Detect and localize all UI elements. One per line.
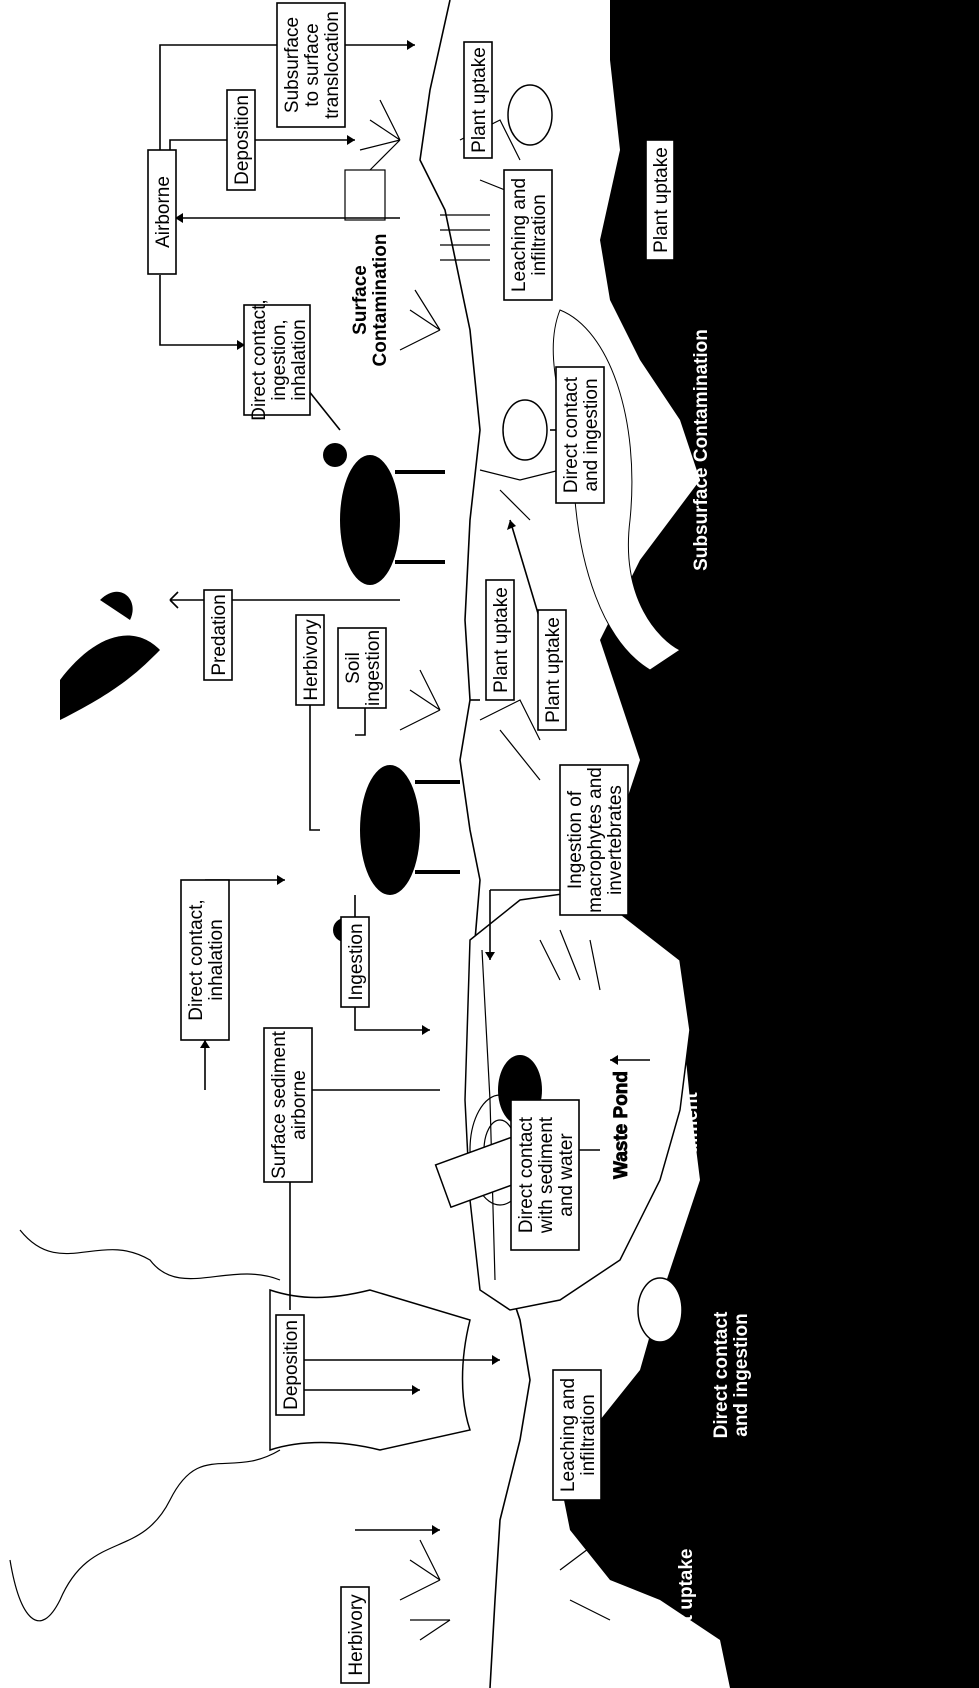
svg-text:Plant uptake: Plant uptake — [676, 1549, 697, 1662]
label-direct-contact-sediment-water: Direct contact with sediment and water — [511, 1100, 579, 1250]
svg-text:Leaching and: Leaching and — [558, 1378, 579, 1492]
svg-text:Leaching and: Leaching and — [509, 178, 530, 292]
label-surface-contamination: Surface Contamination — [350, 234, 391, 367]
svg-text:Sediment: Sediment — [681, 1092, 702, 1178]
label-soil-ingestion: Soil ingestion — [338, 628, 386, 708]
label-direct-contact-ingestion-mid: Direct contact and ingestion — [556, 367, 604, 503]
svg-text:Subsurface: Subsurface — [282, 17, 303, 113]
svg-text:Direct contact: Direct contact — [516, 1116, 537, 1233]
svg-text:Plant uptake: Plant uptake — [491, 587, 512, 693]
label-subsurface-contamination: Subsurface Contamination — [691, 329, 712, 571]
label-herbivory-mid: Herbivory — [296, 615, 324, 705]
label-ingestion: Ingestion — [341, 917, 369, 1007]
fence — [345, 170, 385, 220]
svg-text:Soil: Soil — [343, 652, 364, 684]
label-direct-contact-ingestion-bottom: Direct contact and ingestion — [711, 1311, 752, 1438]
svg-text:airborne: airborne — [289, 1070, 310, 1140]
svg-text:infiltration: infiltration — [529, 194, 550, 275]
svg-text:Direct contact: Direct contact — [561, 376, 582, 493]
svg-text:Subsurface Contamination: Subsurface Contamination — [691, 329, 712, 571]
svg-text:inhalation: inhalation — [289, 319, 310, 400]
svg-text:invertebrates: invertebrates — [605, 785, 626, 895]
svg-text:Direct contact,: Direct contact, — [186, 899, 207, 1020]
svg-text:Plant uptake: Plant uptake — [543, 617, 564, 723]
label-deposition-top: Deposition — [227, 90, 255, 190]
svg-text:macrophytes and: macrophytes and — [585, 767, 606, 913]
label-direct-contact-ingestion-inhalation: Direct contact, ingestion, inhalation — [244, 299, 310, 420]
label-subsurface-to-surface: Subsurface to surface translocation — [277, 3, 345, 127]
label-plant-uptake-mid2: Plant uptake — [538, 610, 566, 730]
svg-text:Contamination: Contamination — [370, 234, 391, 367]
label-plant-uptake-right: Plant uptake — [646, 140, 674, 260]
burrowing-animal-bottom — [638, 1278, 682, 1342]
svg-text:Ingestion of: Ingestion of — [565, 790, 586, 889]
svg-text:with sediment: with sediment — [536, 1116, 557, 1234]
label-direct-contact-inhalation: Direct contact, inhalation — [181, 880, 229, 1040]
label-predation: Predation — [204, 590, 232, 680]
svg-text:Direct contact,: Direct contact, — [249, 299, 270, 420]
svg-text:Plant uptake: Plant uptake — [651, 147, 672, 253]
svg-text:Predation: Predation — [209, 594, 230, 675]
svg-text:Deposition: Deposition — [281, 1320, 302, 1410]
label-plant-uptake-top: Plant uptake — [464, 42, 492, 158]
svg-text:inhalation: inhalation — [206, 919, 227, 1000]
label-plant-uptake-bottom: Plant uptake — [676, 1549, 697, 1662]
label-surface-sediment-airborne: Surface sediment airborne — [264, 1028, 312, 1182]
label-ingestion-macrophytes: Ingestion of macrophytes and invertebrat… — [560, 765, 628, 915]
label-herbivory-bottom: Herbivory — [341, 1587, 369, 1683]
label-sediment: Sediment — [681, 1092, 702, 1178]
svg-text:Surface sediment: Surface sediment — [269, 1030, 290, 1179]
label-plant-uptake-mid: Plant uptake — [486, 580, 514, 700]
svg-text:Deposition: Deposition — [232, 95, 253, 185]
svg-text:and water: and water — [556, 1133, 577, 1217]
svg-text:Waste Pond: Waste Pond — [611, 1071, 632, 1179]
svg-text:Ingestion: Ingestion — [346, 923, 367, 1000]
deer-top — [323, 443, 445, 585]
svg-text:Plant uptake: Plant uptake — [469, 47, 490, 153]
burrowing-animal-top — [508, 85, 552, 145]
burrowing-animal-mid — [503, 400, 547, 460]
eagle — [60, 592, 160, 720]
svg-text:Surface: Surface — [350, 265, 371, 335]
svg-text:Herbivory: Herbivory — [346, 1594, 367, 1676]
svg-text:to surface: to surface — [302, 23, 323, 106]
svg-text:Herbivory: Herbivory — [301, 619, 322, 701]
svg-text:and ingestion: and ingestion — [581, 378, 602, 491]
svg-text:translocation: translocation — [322, 11, 343, 119]
deer-bottom — [333, 765, 460, 942]
smoke-plume — [10, 1230, 280, 1621]
svg-text:ingestion,: ingestion, — [269, 319, 290, 400]
svg-text:ingestion: ingestion — [363, 630, 384, 706]
label-airborne: Airborne — [148, 150, 176, 274]
label-waste-pond: Waste Pond — [611, 1071, 632, 1179]
label-leaching-bottom: Leaching and infiltration — [553, 1370, 601, 1500]
svg-text:infiltration: infiltration — [578, 1394, 599, 1475]
airborne-text: Airborne — [153, 176, 174, 248]
svg-text:and ingestion: and ingestion — [731, 1313, 752, 1437]
svg-text:Direct contact: Direct contact — [711, 1311, 732, 1438]
label-deposition-bottom: Deposition — [276, 1315, 304, 1415]
label-leaching-top: Leaching and infiltration — [504, 170, 552, 300]
